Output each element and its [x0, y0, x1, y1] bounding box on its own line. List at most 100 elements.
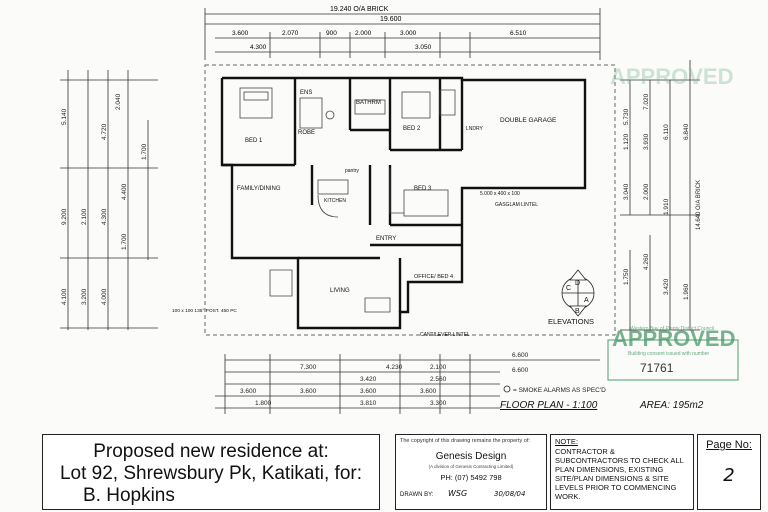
- dim-right-4: 1.120: [623, 133, 630, 150]
- address-line-1: Proposed new residence at:: [93, 441, 329, 462]
- smoke-alarm-note: = SMOKE ALARMS AS SPEC'D: [513, 387, 606, 394]
- company-name: Genesis Design: [435, 451, 507, 462]
- watermark-approved: APPROVED: [610, 64, 733, 89]
- note-text: CONTRACTOR & SUBCONTRACTORS TO CHECK ALL…: [555, 447, 684, 501]
- dim-right-13: 1.960: [683, 283, 690, 300]
- elevation-b: B: [575, 308, 580, 315]
- dim-right-5: 6.110: [663, 124, 670, 140]
- site-outline: [204, 64, 616, 336]
- dim-right-3: 3.930: [643, 133, 650, 150]
- dim-right-7: 3.040: [623, 183, 630, 200]
- room-ens: ENS: [300, 90, 312, 96]
- elevation-a: A: [584, 297, 589, 304]
- dim-left-3: 4.100: [61, 288, 68, 305]
- dim-right-overall: 14.640 O/A BRICK: [696, 180, 702, 230]
- dim-left-11: 1.700: [141, 143, 148, 160]
- elevation-c: C: [566, 285, 571, 292]
- dim-left-6: 2.100: [81, 208, 88, 225]
- bottom-dimension-lines: [215, 354, 600, 414]
- right-dimension-lines: [620, 60, 700, 331]
- address-line-2: Lot 92, Shrewsbury Pk, Katikati, for:: [59, 463, 363, 484]
- dim-right-11: 1.750: [623, 268, 630, 285]
- stamp-council: Western Bay of Plenty District Council: [630, 326, 714, 332]
- top-dimension-lines: [204, 8, 601, 60]
- room-bed1: BED 1: [245, 138, 263, 144]
- address-line-3: B. Hopkins: [83, 485, 175, 506]
- room-office: OFFICE/ BED 4: [414, 274, 453, 280]
- dim-bottom-10: 3.600: [420, 388, 437, 395]
- dim-top-4: 2.070: [282, 30, 299, 37]
- drawn-by-initials: WSG: [448, 489, 468, 498]
- dim-bottom-6: 2.560: [430, 376, 447, 383]
- dim-top-9: 4.300: [250, 44, 267, 51]
- dim-top-3: 3.600: [232, 30, 249, 37]
- dim-bottom-12: 3.300: [430, 400, 447, 407]
- dim-top-8: 6.510: [510, 30, 527, 37]
- dim-bottom-7: 3.600: [240, 388, 257, 395]
- smoke-alarm-symbol: [503, 385, 511, 393]
- dim-top-overall: 19.240 O/A BRICK: [330, 6, 389, 13]
- floor-plan-drawing: 19.240 O/A BRICK 19.600 3.600 2.070 900 …: [60, 6, 739, 414]
- dim-top-10: 3.050: [415, 44, 432, 51]
- dim-left-12: 4.000: [101, 288, 108, 305]
- elevation-marker: [561, 269, 595, 317]
- dim-bottom-8: 3.600: [300, 388, 317, 395]
- room-family: FAMILY/DINING: [237, 186, 281, 192]
- dim-left-7: 4.300: [101, 208, 108, 225]
- dim-left-9: 1.700: [121, 233, 128, 250]
- dim-bottom-3: 4.230: [386, 364, 403, 371]
- dim-left-4: 4.720: [101, 123, 108, 140]
- stamp-approved: APPROVED: [612, 326, 735, 351]
- gas-lintel: GASGLAM LINTEL: [495, 202, 538, 208]
- dim-bottom-13: 1.800: [255, 400, 272, 407]
- dim-top-7: 3.000: [400, 30, 417, 37]
- dim-top-6: 2.000: [355, 30, 372, 37]
- stamp-number: 71761: [640, 361, 674, 375]
- note-heading: NOTE:: [555, 437, 578, 446]
- dim-left-8: 4.400: [121, 183, 128, 200]
- dim-left-2: 9.200: [61, 208, 68, 225]
- room-garage: DOUBLE GARAGE: [500, 117, 557, 124]
- approved-stamp: APPROVED Western Bay of Plenty District …: [607, 326, 739, 381]
- area-label: AREA: 195m2: [639, 400, 704, 411]
- elevations-label: ELEVATIONS: [548, 317, 594, 326]
- dim-bottom-5: 3.420: [360, 376, 377, 383]
- dim-bottom-4: 2.100: [430, 364, 447, 371]
- post-note: 100 x 100 135° POST. 450 PC: [172, 308, 237, 314]
- room-bed2: BED 2: [403, 126, 421, 132]
- room-bed3: BED 3: [414, 186, 432, 192]
- dim-bottom-2: 7.300: [300, 364, 317, 371]
- room-pantry: pantry: [345, 168, 359, 174]
- company-subtitle: (A division of Genesis Contracting Limit…: [428, 464, 514, 469]
- dim-left-10: 3.200: [81, 288, 88, 305]
- stamp-consent: Building consent issued with number: [628, 351, 709, 357]
- dim-top-inner: 19.600: [380, 16, 402, 23]
- copyright-text: The copyright of this drawing remains th…: [400, 438, 530, 444]
- dim-bottom-1: 6.600: [512, 352, 529, 359]
- dim-top-5: 900: [326, 30, 337, 37]
- dim-bottom-14: 6.600: [512, 367, 529, 374]
- title-block-address: Proposed new residence at: Lot 92, Shrew…: [42, 434, 380, 510]
- floor-plan-title: FLOOR PLAN - 1:100: [500, 400, 598, 411]
- fixtures: [239, 87, 456, 313]
- dim-right-6: 6.840: [683, 123, 690, 140]
- room-bathrm: BATHRM: [356, 100, 381, 106]
- room-kitchen: KITCHEN: [324, 198, 346, 204]
- dim-right-2: 7.020: [643, 93, 650, 110]
- cantilever-lintel: CANTILEVER LINTEL: [420, 332, 470, 338]
- drawn-date: 30/08/04: [494, 490, 526, 498]
- dim-left-5: 2.040: [115, 93, 122, 110]
- garage-door-size: 5.000 x 400 x 100: [480, 191, 520, 197]
- dim-right-1: 5.730: [623, 108, 630, 125]
- elevation-d: D: [575, 280, 580, 287]
- room-living: LIVING: [330, 288, 350, 294]
- dim-bottom-9: 3.600: [360, 388, 377, 395]
- dim-right-12: 3.420: [663, 278, 670, 295]
- dim-right-10: 4.260: [643, 253, 650, 270]
- dim-bottom-11: 3.810: [360, 400, 377, 407]
- title-block-note: NOTE: CONTRACTOR & SUBCONTRACTORS TO CHE…: [550, 434, 694, 510]
- dim-left-1: 5.140: [61, 108, 68, 125]
- room-robe: ROBE: [298, 130, 315, 136]
- company-phone: PH: (07) 5492 798: [440, 473, 502, 482]
- drawn-by-label: DRAWN BY:: [400, 492, 434, 498]
